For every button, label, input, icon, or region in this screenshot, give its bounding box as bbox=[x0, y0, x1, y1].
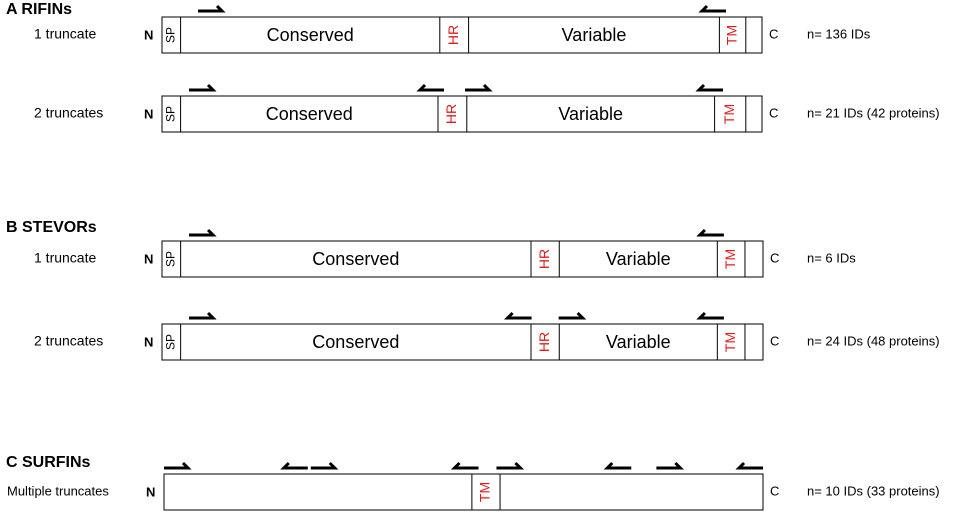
forward-primer-arrow bbox=[558, 311, 587, 320]
protein-box bbox=[161, 323, 764, 361]
n-terminus-label: N bbox=[144, 27, 153, 42]
region-label-variable: Variable bbox=[606, 249, 671, 269]
section-title: B STEVORs bbox=[6, 219, 97, 236]
count-label: n= 21 IDs (42 proteins) bbox=[807, 105, 940, 120]
region-label-variable: Variable bbox=[606, 332, 671, 352]
reverse-primer-arrow bbox=[695, 83, 723, 92]
region-label-sp: SP bbox=[163, 106, 177, 122]
forward-primer-arrow bbox=[189, 83, 217, 92]
protein-box bbox=[163, 473, 764, 511]
region-label-variable: Variable bbox=[558, 104, 623, 124]
protein-box bbox=[161, 16, 763, 54]
reverse-primer-arrow bbox=[450, 461, 479, 470]
region-label-tm: TM bbox=[721, 104, 737, 124]
reverse-primer-arrow bbox=[696, 228, 724, 237]
c-terminus-label: C bbox=[770, 333, 779, 348]
n-terminus-label: N bbox=[144, 106, 153, 121]
forward-primer-arrow bbox=[310, 461, 339, 470]
reverse-primer-arrow bbox=[416, 83, 444, 92]
region-label-conserved: Conserved bbox=[267, 25, 354, 45]
n-terminus-label: N bbox=[144, 251, 153, 266]
forward-primer-arrow bbox=[496, 461, 525, 470]
region-label-tm: TM bbox=[723, 25, 739, 45]
region-label-conserved: Conserved bbox=[266, 104, 353, 124]
c-terminus-label: C bbox=[769, 105, 778, 120]
reverse-primer-arrow bbox=[503, 311, 532, 320]
row-label: 2 truncates bbox=[34, 333, 103, 349]
protein-box bbox=[161, 95, 763, 133]
section-title: C SURFINs bbox=[6, 454, 91, 471]
forward-primer-arrow bbox=[656, 461, 684, 470]
forward-primer-arrow bbox=[164, 461, 192, 470]
reverse-primer-arrow bbox=[735, 461, 764, 470]
row-label: Multiple truncates bbox=[7, 483, 109, 498]
n-terminus-label: N bbox=[144, 334, 153, 349]
region-label-conserved: Conserved bbox=[312, 249, 399, 269]
region-label-hr: HR bbox=[443, 104, 459, 124]
c-terminus-label: C bbox=[770, 483, 779, 498]
region-label-sp: SP bbox=[163, 334, 177, 350]
count-label: n= 136 IDs bbox=[807, 26, 871, 41]
region-label-conserved: Conserved bbox=[312, 332, 399, 352]
reverse-primer-arrow bbox=[280, 461, 308, 470]
region-label-sp: SP bbox=[163, 251, 177, 267]
reverse-primer-arrow bbox=[603, 461, 632, 470]
region-label-tm: TM bbox=[477, 482, 493, 502]
c-terminus-label: C bbox=[769, 26, 778, 41]
row-label: 1 truncate bbox=[34, 26, 96, 42]
forward-primer-arrow bbox=[189, 228, 217, 237]
region-label-tm: TM bbox=[722, 332, 738, 352]
c-terminus-label: C bbox=[770, 250, 779, 265]
region-label-hr: HR bbox=[536, 332, 552, 352]
n-terminus-label: N bbox=[146, 484, 155, 499]
reverse-primer-arrow bbox=[698, 4, 726, 13]
region-label-hr: HR bbox=[536, 249, 552, 269]
count-label: n= 10 IDs (33 proteins) bbox=[807, 483, 940, 498]
reverse-primer-arrow bbox=[696, 311, 724, 320]
region-label-sp: SP bbox=[163, 27, 177, 43]
count-label: n= 24 IDs (48 proteins) bbox=[807, 333, 940, 348]
forward-primer-arrow bbox=[198, 4, 226, 13]
forward-primer-arrow bbox=[189, 311, 217, 320]
region-label-tm: TM bbox=[722, 249, 738, 269]
count-label: n= 6 IDs bbox=[807, 250, 856, 265]
row-label: 1 truncate bbox=[34, 250, 96, 266]
row-label: 2 truncates bbox=[34, 105, 103, 121]
section-title: A RIFINs bbox=[6, 1, 72, 18]
protein-box bbox=[161, 240, 764, 278]
region-label-variable: Variable bbox=[562, 25, 627, 45]
forward-primer-arrow bbox=[465, 83, 493, 92]
region-label-hr: HR bbox=[445, 25, 461, 45]
